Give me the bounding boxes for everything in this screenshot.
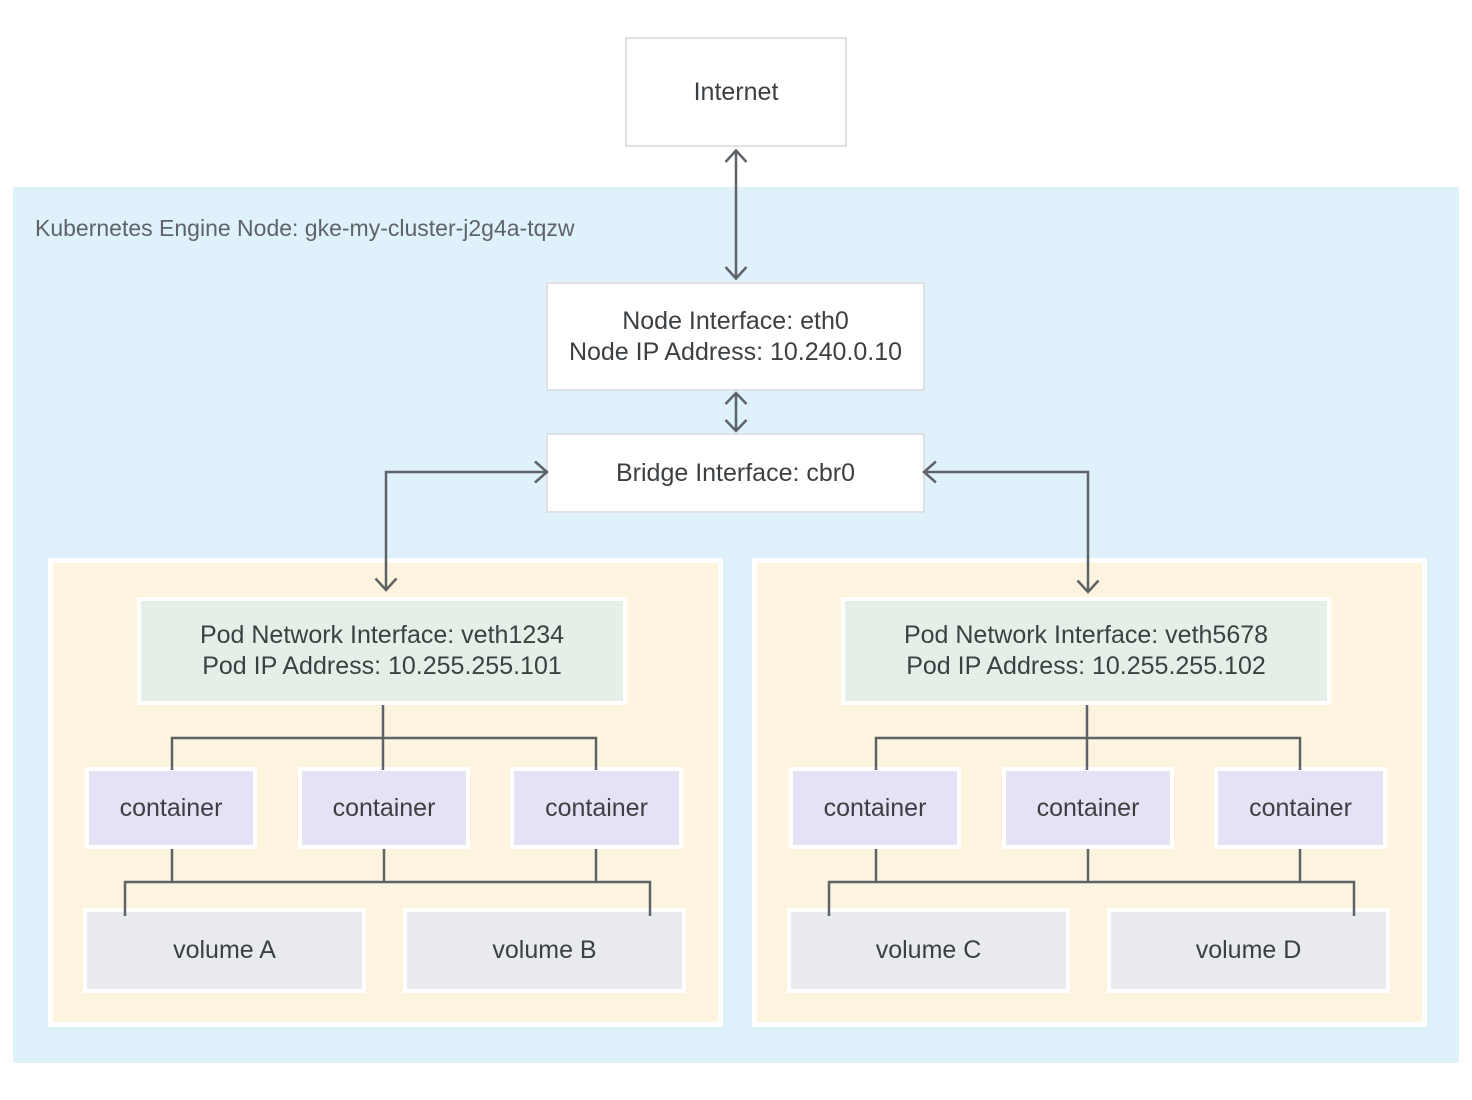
pod-1-container-3-label: container <box>545 793 648 822</box>
pod-2: Pod Network Interface: veth5678 Pod IP A… <box>757 563 1422 1022</box>
pod-2-ip-line2: Pod IP Address: 10.255.255.102 <box>906 652 1266 680</box>
pod-2-container-3-label: container <box>1249 793 1352 822</box>
pod-2-interface-line1: Pod Network Interface: veth5678 <box>903 621 1269 649</box>
pod-1-container-2-label: container <box>332 793 436 822</box>
internet-label: Internet <box>693 77 779 106</box>
pod-1-container-2: container <box>298 767 470 849</box>
node-interface-line1: Node Interface: eth0 <box>622 306 849 335</box>
pod-2-container-3: container <box>1214 767 1387 849</box>
internet-box: Internet <box>625 37 847 147</box>
bridge-interface-box: Bridge Interface: cbr0 <box>546 433 925 513</box>
pod-2-volume-d-label: volume D <box>1195 936 1302 964</box>
pod-1-volume-b-label: volume B <box>492 936 597 964</box>
pod-1-container-1: container <box>85 767 257 849</box>
pod-1-interface-line1: Pod Network Interface: veth1234 <box>199 621 565 649</box>
pod-2-container-1: container <box>789 767 961 849</box>
pod-2-volume-d: volume D <box>1107 908 1390 993</box>
kubernetes-node-region-label: Kubernetes Engine Node: gke-my-cluster-j… <box>35 215 575 241</box>
pod-1-container-3: container <box>510 767 683 849</box>
pod-2-container-2-label: container <box>1036 793 1140 822</box>
pod-1-ip-line2: Pod IP Address: 10.255.255.101 <box>202 652 562 680</box>
pod-2-container-2: container <box>1002 767 1174 849</box>
pod-1-network-interface-box: Pod Network Interface: veth1234 Pod IP A… <box>137 597 627 705</box>
pod-2-volume-c-label: volume C <box>875 936 982 964</box>
pod-1-volume-a-label: volume A <box>173 936 276 964</box>
pod-1-volume-b: volume B <box>403 908 686 993</box>
pod-2-network-interface-box: Pod Network Interface: veth5678 Pod IP A… <box>841 597 1331 705</box>
bridge-interface-label: Bridge Interface: cbr0 <box>615 458 855 487</box>
pod-1-container-1-label: container <box>119 793 223 822</box>
node-ip-line2: Node IP Address: 10.240.0.10 <box>568 337 903 366</box>
pod-2-container-1-label: container <box>823 793 927 822</box>
node-interface-box: Node Interface: eth0 Node IP Address: 10… <box>546 282 925 391</box>
pod-1: Pod Network Interface: veth1234 Pod IP A… <box>53 563 718 1022</box>
pod-1-volume-a: volume A <box>83 908 366 993</box>
pod-2-volume-c: volume C <box>787 908 1070 993</box>
